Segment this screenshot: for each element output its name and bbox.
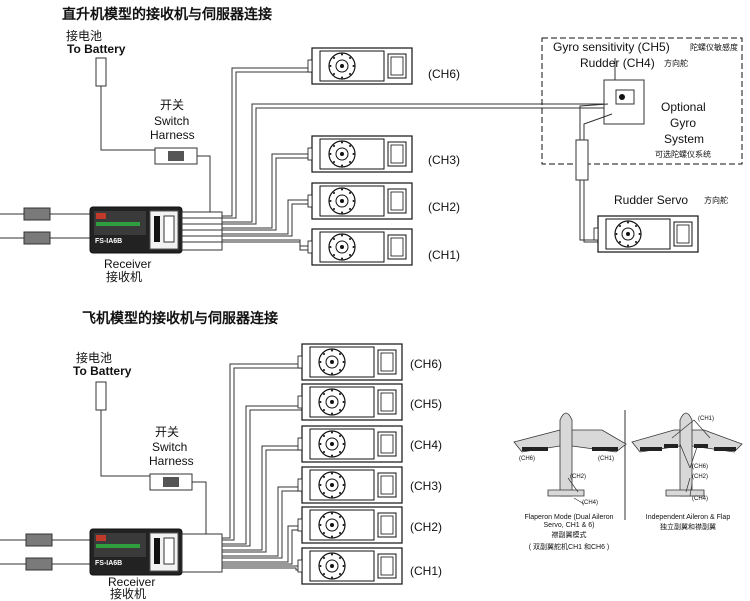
optional-gyro-label-1: Optional: [661, 100, 706, 114]
flaperon-label: (CH1): [598, 456, 614, 462]
heli-receiver-model: FS-IA6B: [95, 238, 123, 245]
plane-channel-label: (CH5): [410, 397, 442, 411]
flaperon-label: (CH4): [582, 500, 598, 506]
independent-caption-cn: 独立副翼和襟副翼: [660, 524, 716, 531]
heli-harness-label: Harness: [150, 128, 195, 142]
plane-switch-label-cn: 开关: [155, 425, 180, 439]
independent-label: (CH1): [698, 416, 714, 422]
plane-battery-label-en: To Battery: [73, 364, 132, 378]
rudder-servo-label-cn: 方向舵: [704, 196, 728, 205]
heli-battery-label-cn: 接电池: [66, 29, 103, 43]
flaperon-caption-2: Servo, CH1 & 6): [543, 522, 595, 529]
optional-gyro-label-2: Gyro: [670, 116, 697, 130]
plane-harness-label: Harness: [149, 454, 194, 468]
flaperon-caption-cn: 襟副翼模式: [551, 532, 587, 539]
heli-channel-label: (CH2): [428, 200, 460, 214]
plane-receiver-label-en: Receiver: [108, 575, 156, 589]
flaperon-caption-1: Flaperon Mode (Dual Aileron: [524, 514, 614, 521]
rudder-label: Rudder (CH4): [580, 56, 655, 70]
heli-channel-label: (CH1): [428, 248, 460, 262]
plane-title: 飞机模型的接收机与伺服器连接: [82, 310, 278, 326]
gyro-sensitivity-label: Gyro sensitivity (CH5): [553, 40, 670, 54]
gyro-sensitivity-label-cn: 陀螺仪敏感度: [690, 43, 738, 52]
heli-receiver-label-en: Receiver: [104, 257, 152, 271]
optional-gyro-label-cn: 可选陀螺仪系统: [655, 150, 711, 159]
rudder-servo-label: Rudder Servo: [614, 193, 689, 207]
plane-receiver-label-cn: 接收机: [110, 587, 147, 601]
flaperon-label: (CH2): [570, 474, 586, 480]
independent-label: (CH2): [692, 474, 708, 480]
heli-channel-label: (CH6): [428, 67, 460, 81]
independent-label: (CH6): [692, 464, 708, 470]
plane-channel-label: (CH1): [410, 564, 442, 578]
optional-gyro-label-3: System: [664, 132, 705, 146]
plane-receiver-model: FS-IA6B: [95, 560, 123, 567]
plane-channel-label: (CH4): [410, 438, 442, 452]
rudder-label-cn: 方向舵: [664, 59, 688, 68]
heli-switch-label-en: Switch: [154, 114, 190, 128]
heli-battery-label-en: To Battery: [67, 42, 126, 56]
plane-channel-label: (CH3): [410, 479, 442, 493]
plane-battery-label-cn: 接电池: [76, 351, 113, 365]
independent-caption: Independent Aileron & Flap: [645, 514, 731, 521]
heli-receiver-label-cn: 接收机: [106, 270, 143, 284]
plane-switch-label-en: Switch: [152, 440, 188, 454]
independent-label: (CH4): [692, 496, 708, 502]
heli-channel-label: (CH3): [428, 153, 460, 167]
heli-switch-label-cn: 开关: [160, 98, 185, 112]
flaperon-label: (CH6): [519, 456, 535, 462]
plane-channel-label: (CH6): [410, 357, 442, 371]
flaperon-caption-cn-2: ( 双副翼舵机CH1 和CH6 ): [528, 544, 610, 551]
heli-title: 直升机模型的接收机与伺服器连接: [62, 6, 272, 22]
plane-channel-label: (CH2): [410, 520, 442, 534]
